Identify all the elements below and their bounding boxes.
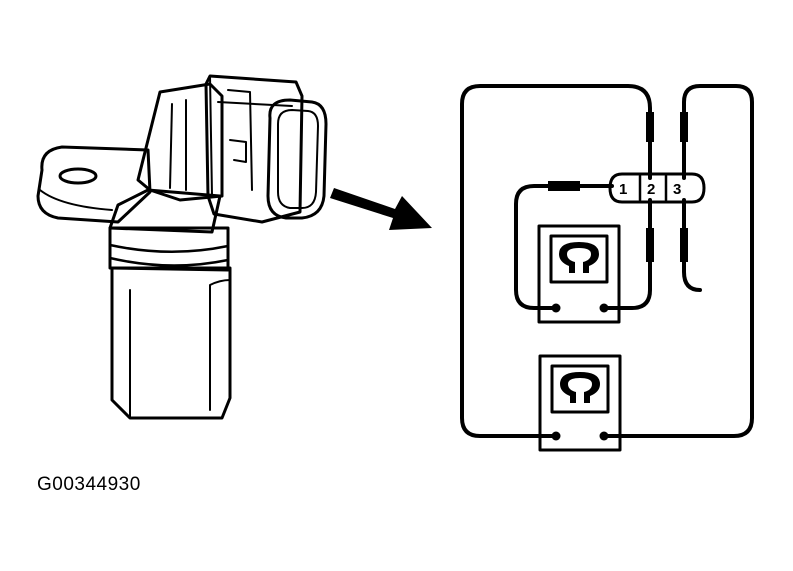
wire-pin1: [514, 184, 614, 310]
wire-pin2-outer: [460, 84, 652, 438]
crankshaft-position-sensor-illustration: [36, 74, 328, 420]
probe-tip-4: [646, 228, 654, 262]
wire-pin3-lower: [682, 198, 702, 292]
ohm-icon-2: [560, 372, 600, 403]
wire-pin3-outer: [602, 84, 754, 438]
figure-id-caption: G00344930: [37, 474, 141, 495]
arrow-icon: [330, 188, 432, 230]
wiring-diagram: 1 2 3: [460, 84, 754, 452]
ohm-icon: [559, 242, 599, 273]
pin-label-1: 1: [619, 181, 627, 198]
pin-label-3: 3: [673, 181, 681, 198]
pin-label-2: 2: [647, 181, 655, 198]
probe-tip-5: [680, 228, 688, 262]
wire-pin2-lower: [604, 198, 652, 310]
multimeter-lower: [538, 354, 622, 452]
multimeter-upper: [537, 224, 621, 324]
probe-tip-3: [548, 181, 580, 191]
probe-tip-2: [680, 112, 688, 142]
connector-pin-block: 1 2 3: [608, 172, 706, 204]
probe-tip-1: [646, 112, 654, 142]
